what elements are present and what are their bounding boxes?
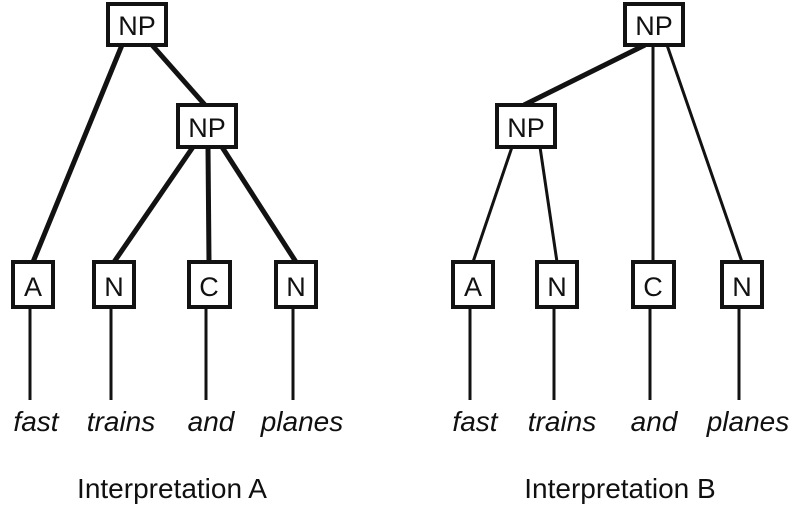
tree-node-box-a-pos-n2 bbox=[274, 260, 318, 309]
terminal-word-b-word-fast: fast bbox=[452, 406, 498, 437]
terminal-word-b-word-trains: trains bbox=[528, 406, 596, 437]
tree-node-label-a-pos-n2: N bbox=[286, 272, 306, 302]
tree-node-label-b-pos-a: A bbox=[464, 272, 482, 302]
tree-branch-a-np-to-c bbox=[205, 146, 212, 263]
tree-node-label-a-pos-a: A bbox=[24, 272, 42, 302]
tree-branch-b-root-to-np bbox=[522, 42, 647, 108]
tree-node-label-b-pos-n2: N bbox=[732, 272, 752, 302]
tree-node-box-a-inner-np bbox=[176, 103, 238, 149]
tree-node-label-a-root-np: NP bbox=[118, 11, 156, 41]
tree-node-box-b-root-np bbox=[623, 2, 685, 47]
tree-branch-a-root-to-a bbox=[30, 44, 125, 263]
tree-node-label-b-root-np: NP bbox=[635, 11, 673, 41]
tree-caption-interpretation-a: Interpretation A bbox=[77, 473, 267, 504]
tree-node-box-b-pos-c bbox=[631, 260, 676, 309]
terminal-word-a-word-and: and bbox=[188, 406, 236, 437]
tree-branch-b-np-to-a bbox=[471, 146, 514, 263]
tree-branch-a-np-to-n2 bbox=[219, 145, 299, 264]
tree-caption-interpretation-b: Interpretation B bbox=[524, 473, 715, 504]
tree-node-box-a-pos-a bbox=[11, 260, 55, 309]
tree-branch-a-root-to-np bbox=[150, 43, 207, 107]
tree-node-label-a-inner-np: NP bbox=[188, 113, 226, 143]
terminal-word-a-word-fast: fast bbox=[13, 406, 59, 437]
tree-node-label-a-pos-c: C bbox=[199, 272, 219, 302]
tree-node-box-b-pos-a bbox=[451, 260, 495, 309]
tree-node-label-b-inner-np: NP bbox=[507, 113, 545, 143]
tree-node-box-b-inner-np bbox=[495, 103, 557, 149]
terminal-word-b-word-and: and bbox=[631, 406, 679, 437]
tree-node-box-b-pos-n2 bbox=[720, 260, 764, 309]
tree-node-label-a-pos-n1: N bbox=[104, 272, 124, 302]
terminal-word-b-word-planes: planes bbox=[706, 406, 790, 437]
tree-node-label-b-pos-n1: N bbox=[547, 272, 567, 302]
tree-node-label-b-pos-c: C bbox=[643, 272, 663, 302]
tree-branch-b-np-to-n1 bbox=[538, 146, 559, 263]
tree-node-box-a-pos-n1 bbox=[92, 260, 136, 309]
tree-branch-a-np-to-n1 bbox=[111, 145, 196, 264]
tree-node-box-a-root-np bbox=[106, 2, 168, 47]
tree-node-box-a-pos-c bbox=[187, 260, 232, 309]
tree-node-box-b-pos-n1 bbox=[535, 260, 579, 309]
terminal-word-a-word-planes: planes bbox=[260, 406, 344, 437]
terminal-word-a-word-trains: trains bbox=[87, 406, 155, 437]
tree-branch-b-root-to-n2 bbox=[665, 44, 744, 263]
